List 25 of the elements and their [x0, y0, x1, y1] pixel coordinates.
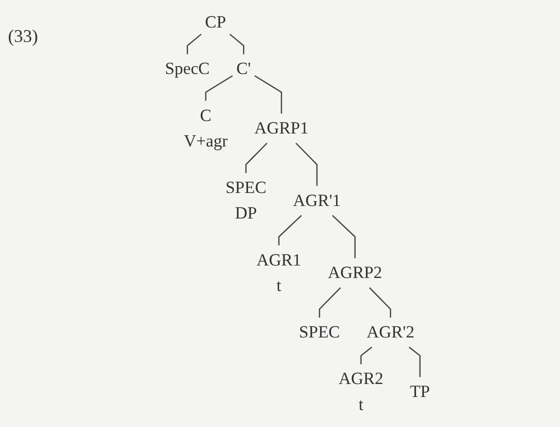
node-text: C': [236, 58, 251, 78]
connector: [318, 287, 341, 318]
node-text: CP: [205, 12, 226, 32]
node-text: AGRP2: [328, 262, 382, 282]
node-text: SPEC: [299, 322, 340, 342]
connector: [408, 346, 421, 378]
node-text: AGRP1: [254, 118, 309, 138]
example-number: (33): [8, 26, 38, 47]
connector: [295, 142, 318, 186]
node-text: AGR1 t: [256, 250, 302, 295]
connector: [332, 214, 356, 258]
node-text: TP: [410, 382, 430, 401]
node-text: AGR'1: [293, 190, 341, 210]
node-text: AGR2 t: [338, 368, 384, 414]
node-text: C V+agr: [184, 106, 228, 150]
connector: [186, 34, 202, 54]
connector: [278, 214, 302, 246]
connector: [245, 142, 268, 174]
connector: [229, 34, 244, 54]
connector: [360, 346, 372, 364]
node-text: SPEC DP: [226, 178, 266, 223]
node-text: AGR'2: [366, 322, 414, 342]
connector: [205, 75, 233, 101]
connector: [369, 287, 392, 318]
node-text: SpecC: [165, 58, 210, 78]
